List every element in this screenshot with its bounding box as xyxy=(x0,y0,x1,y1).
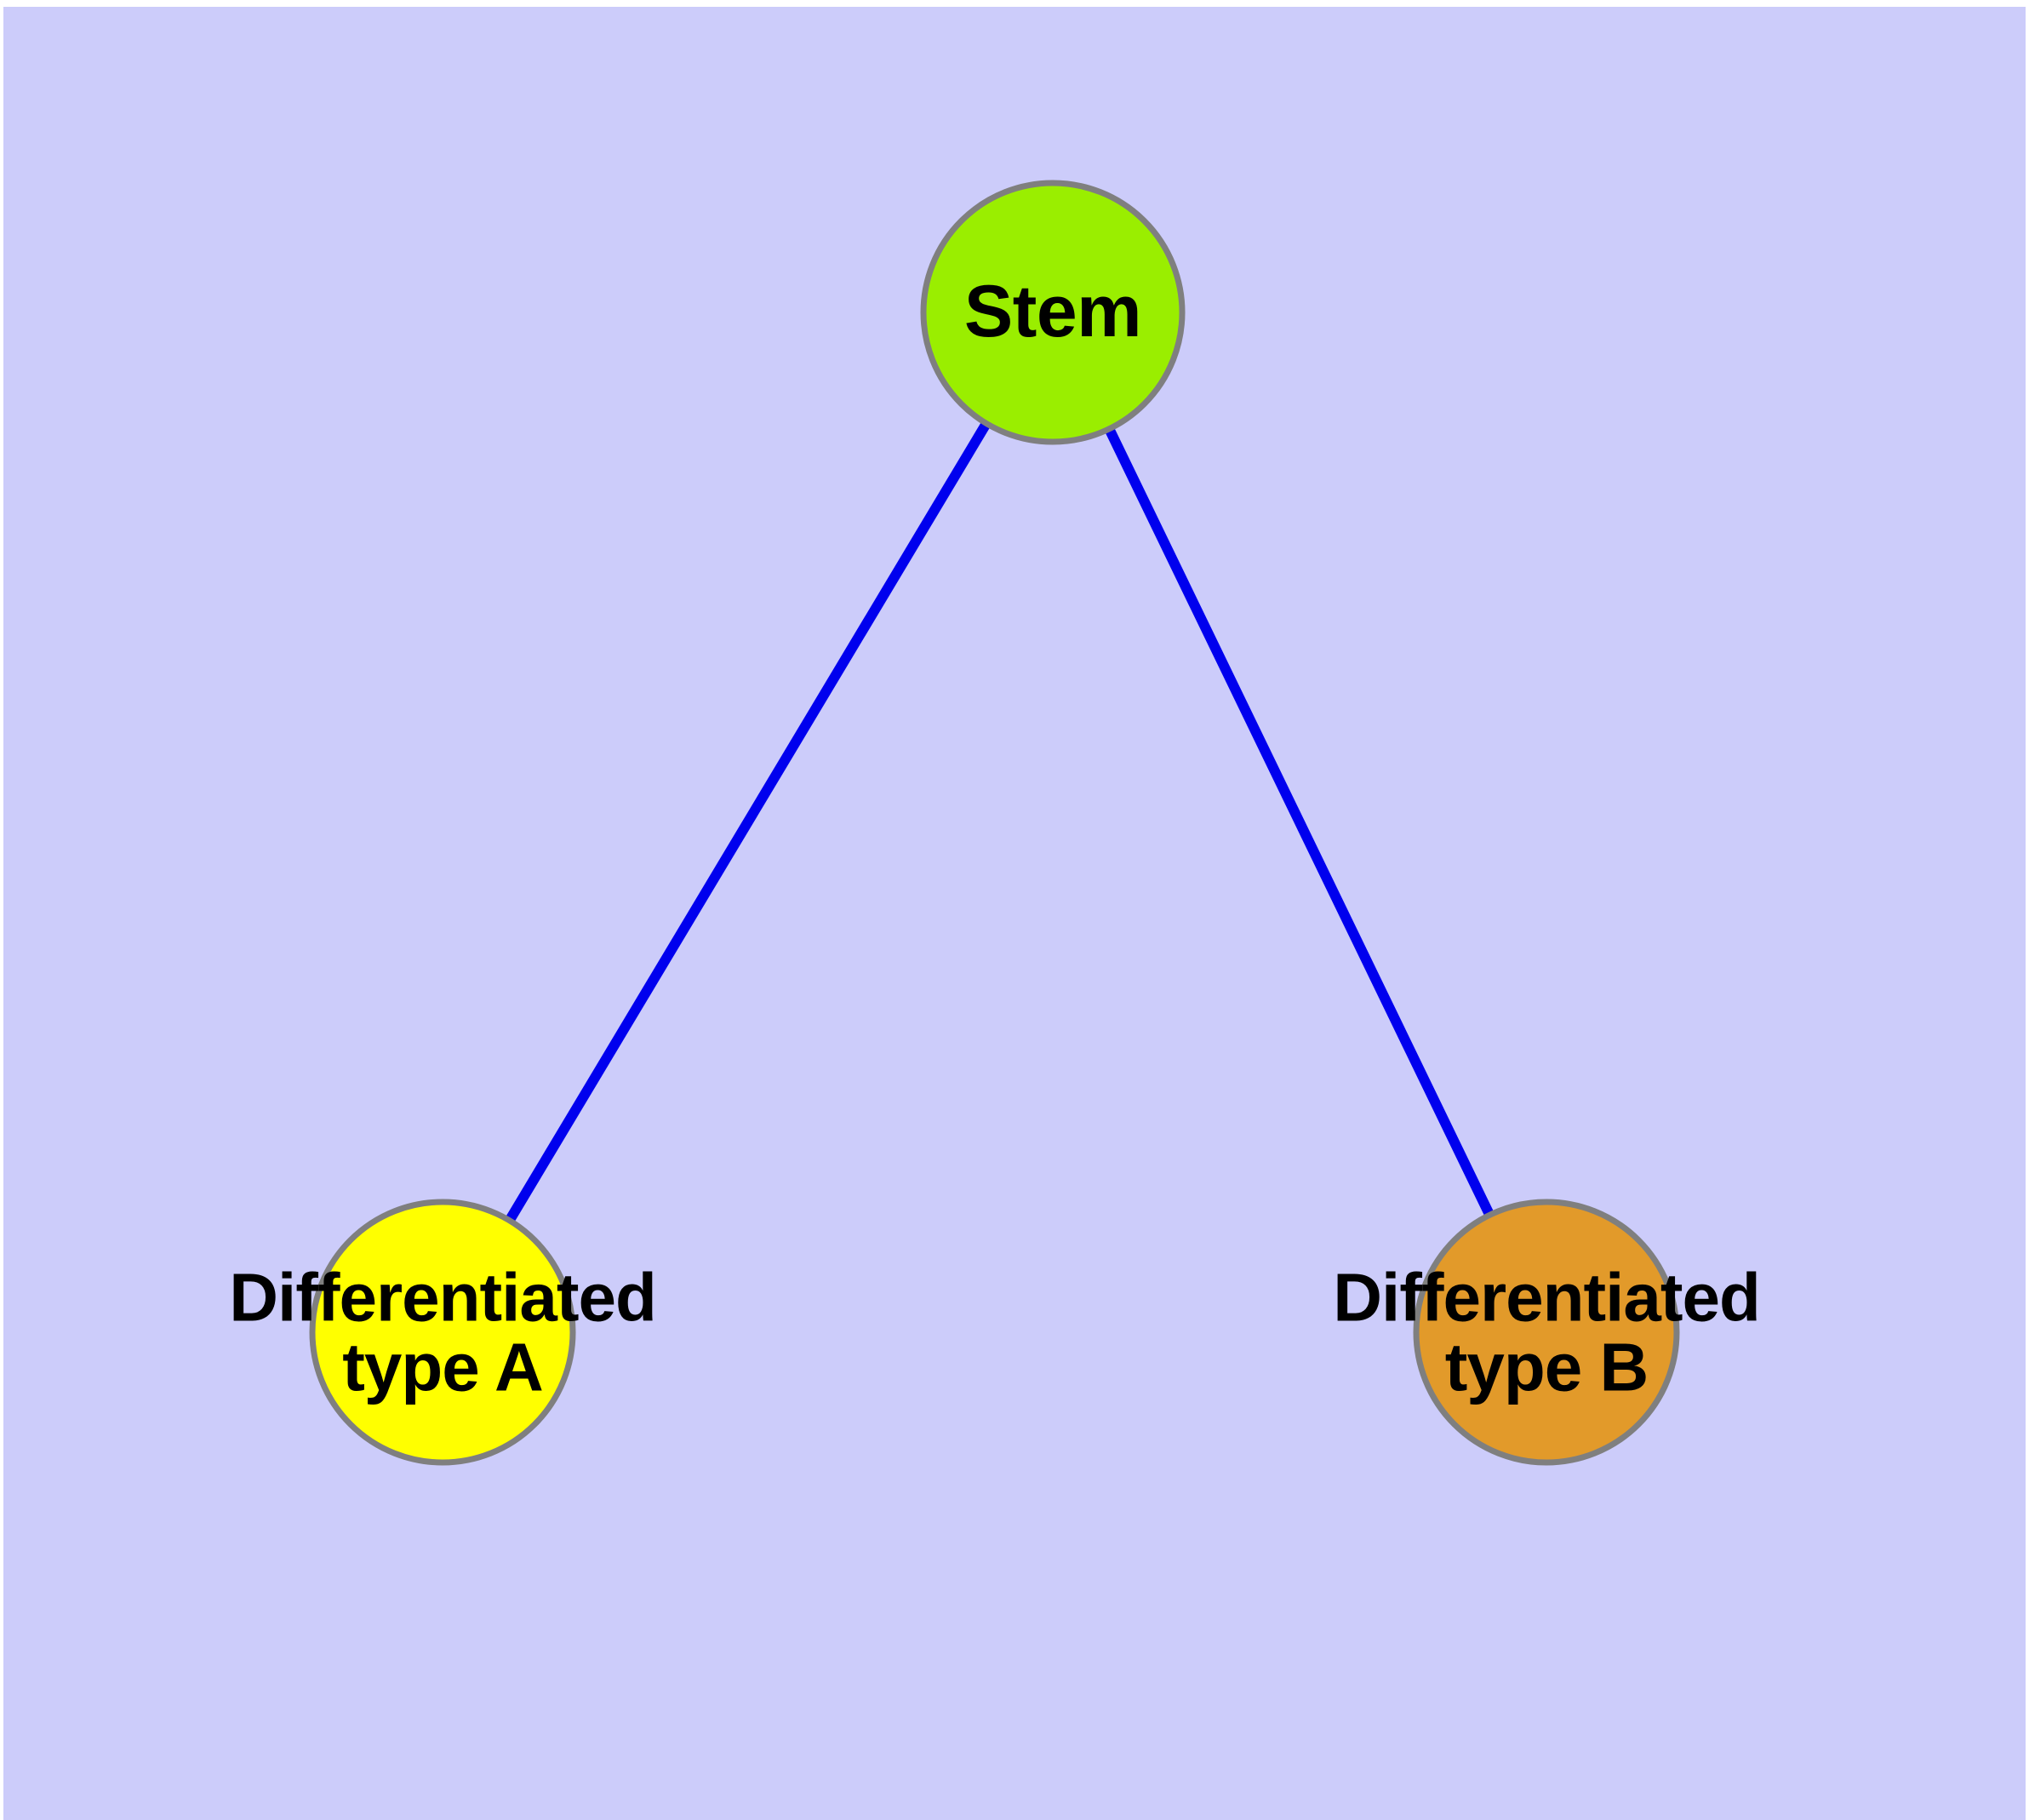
node-stem[interactable] xyxy=(920,180,1186,445)
edge-layer xyxy=(437,309,1552,1336)
node-differentiated-type-b[interactable] xyxy=(1413,1199,1680,1466)
edge-stem-to-differentiated-type-b[interactable] xyxy=(1048,310,1552,1335)
edge-stem-to-differentiated-type-a[interactable] xyxy=(437,309,1058,1336)
node-layer xyxy=(309,180,1680,1466)
node-differentiated-type-a[interactable] xyxy=(309,1199,576,1466)
